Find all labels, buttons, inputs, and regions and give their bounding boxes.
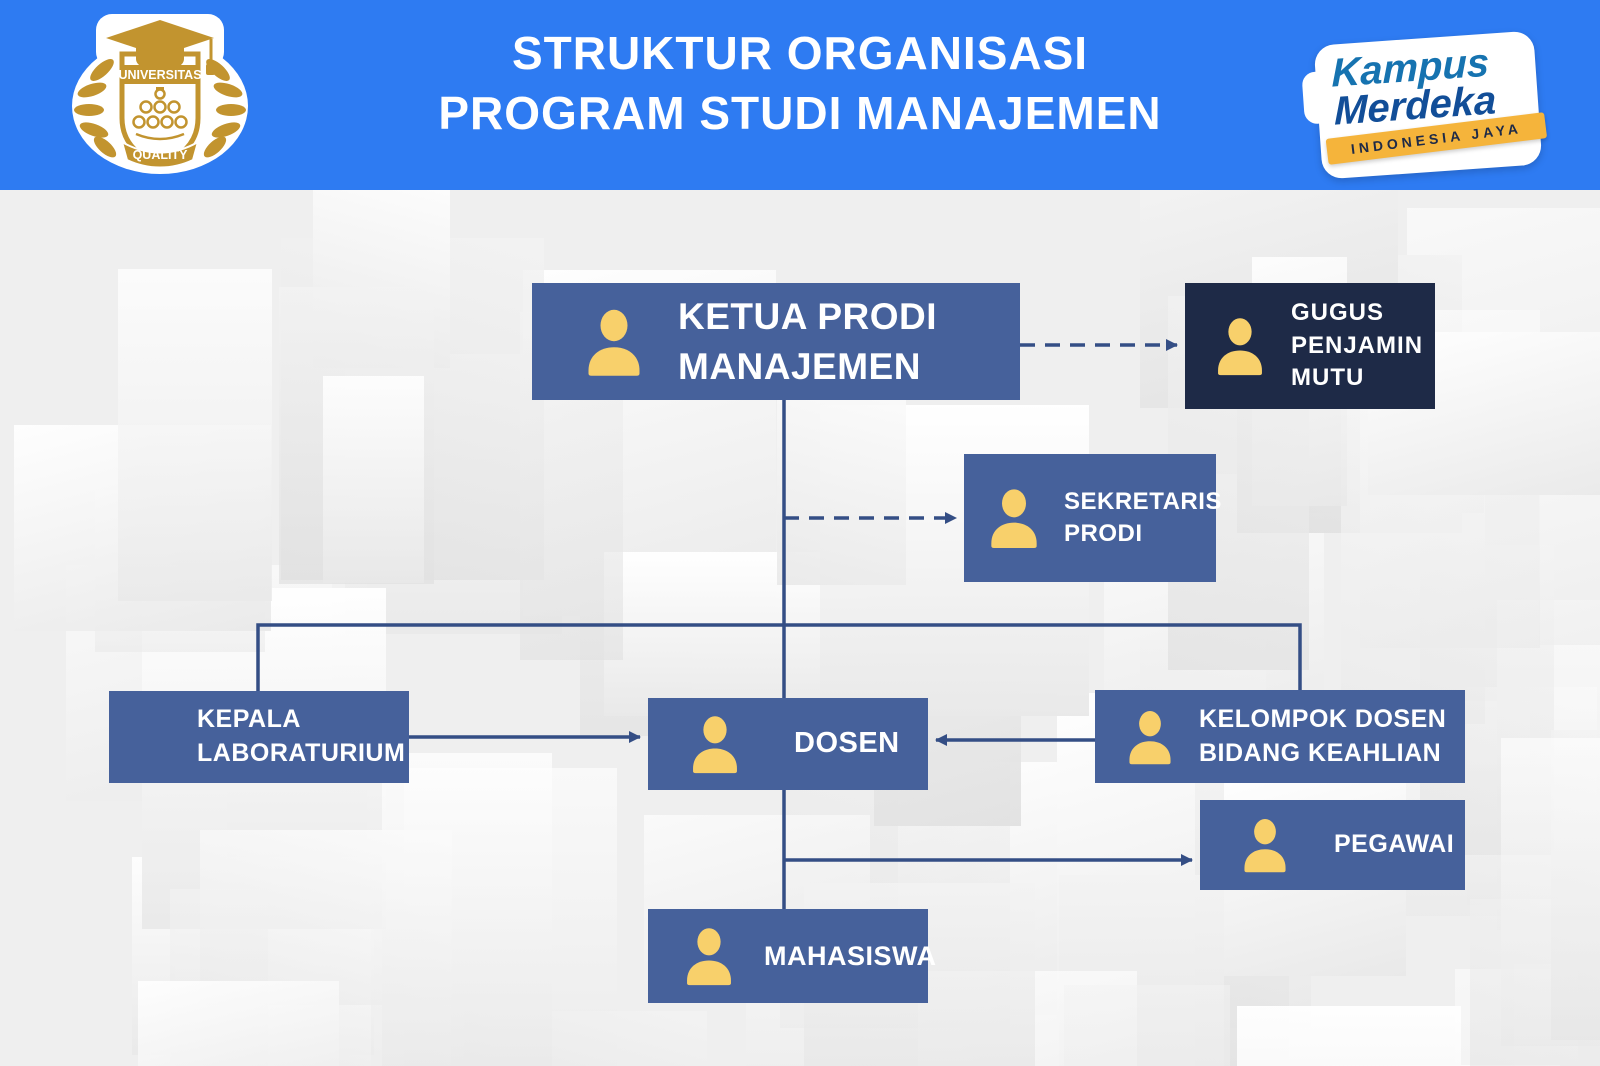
person-icon [687, 928, 731, 986]
kampus-merdeka-logo: Kampus Merdeka INDONESIA JAYA [1301, 30, 1548, 180]
node-label: SEKRETARIS PRODI [1064, 487, 1222, 547]
bg-tile [138, 981, 339, 1066]
person-icon [1244, 819, 1286, 873]
node-label: PEGAWAI [1334, 830, 1455, 859]
person-icon [693, 716, 737, 774]
node-label: KEPALA LABORATURIUM [197, 705, 406, 767]
bg-tile [1064, 985, 1230, 1066]
node-kelompok-dosen-bidang-keahlian: KELOMPOK DOSEN BIDANG KEAHLIAN [1095, 690, 1465, 783]
bg-tile [382, 753, 552, 1066]
node-label: KETUA PRODI MANAJEMEN [678, 295, 938, 387]
person-icon [1129, 710, 1171, 764]
edge-tier-branches [256, 623, 1302, 691]
node-label: DOSEN [794, 727, 900, 760]
person-icon [588, 309, 640, 376]
node-sekretaris-prodi: SEKRETARIS PRODI [964, 454, 1221, 582]
bg-tile [118, 269, 272, 601]
page-title-line2: PROGRAM STUDI MANAJEMEN [438, 86, 1162, 139]
node-label: GUGUS PENJAMIN MUTU [1291, 299, 1424, 392]
background-mosaic [0, 190, 1600, 1066]
node-dosen: DOSEN [648, 698, 928, 790]
node-ketua-prodi-manajemen: KETUA PRODI MANAJEMEN [532, 283, 1020, 400]
node-mahasiswa: MAHASISWA [648, 909, 936, 1003]
bg-tile [1237, 1006, 1461, 1066]
person-icon [1218, 318, 1262, 376]
bg-tile [1501, 738, 1600, 1046]
university-logo: UNIVERSITAS QUALITY [72, 14, 248, 174]
bg-tile [323, 376, 424, 583]
node-gugus-penjamin-mutu: GUGUS PENJAMIN MUTU [1185, 283, 1435, 409]
emblem-universitas-text: UNIVERSITAS [118, 68, 201, 82]
node-label: KELOMPOK DOSEN BIDANG KEAHLIAN [1199, 704, 1447, 767]
emblem-quality-text: QUALITY [133, 148, 189, 162]
laurel-wreath [74, 59, 246, 158]
node-label: MAHASISWA [764, 940, 937, 971]
node-kepala-laboraturium: KEPALA LABORATURIUM [109, 691, 409, 783]
kampus-merdeka-accent-shape [1301, 70, 1332, 125]
node-pegawai: PEGAWAI [1200, 800, 1465, 890]
header-bar: STRUKTUR ORGANISASI PROGRAM STUDI MANAJE… [0, 0, 1600, 190]
page-title: STRUKTUR ORGANISASI PROGRAM STUDI MANAJE… [0, 24, 1600, 144]
quality-banner: QUALITY [120, 139, 200, 169]
page-title-line1: STRUKTUR ORGANISASI [511, 27, 1089, 79]
person-icon [991, 489, 1037, 548]
kampus-merdeka-card: Kampus Merdeka INDONESIA JAYA [1301, 30, 1548, 180]
